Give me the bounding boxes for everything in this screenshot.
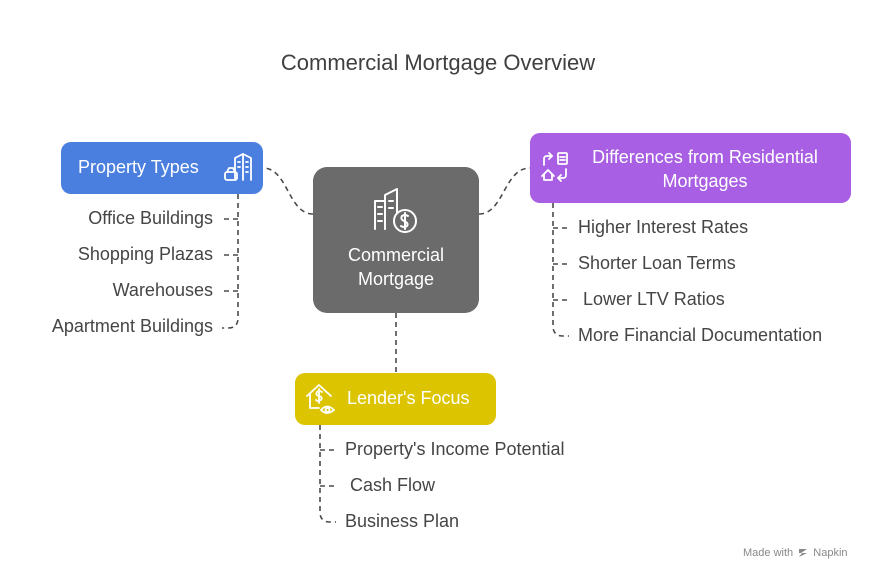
property-type-item: Office Buildings: [88, 208, 213, 228]
swap-house-icon: [540, 151, 570, 188]
napkin-logo-icon: [798, 547, 809, 561]
center-label: Commercial Mortgage: [347, 245, 444, 289]
connector-lenders-focus-tree: [319, 425, 336, 523]
lenders-focus-header: Lender's Focus: [295, 373, 496, 425]
connector-center-differences: [478, 167, 531, 215]
property-type-item: Warehouses: [112, 280, 213, 300]
lenders-focus-item: Property's Income Potential: [345, 439, 565, 459]
lenders-focus-heading: Lender's Focus: [347, 388, 470, 408]
connector-property-types-tree: [222, 194, 239, 329]
house-dollar-eye-icon: [305, 382, 337, 421]
difference-item: Higher Interest Rates: [578, 217, 749, 237]
property-type-item: Apartment Buildings: [51, 316, 213, 336]
buildings-icon: [223, 152, 253, 189]
difference-item: More Financial Documentation: [578, 325, 823, 345]
center-node: Commercial Mortgage: [313, 167, 479, 313]
connector-differences-tree: [552, 203, 569, 337]
property-types-header: Property Types: [61, 142, 263, 194]
page-title: Commercial Mortgage Overview: [280, 50, 596, 75]
property-types-heading: Property Types: [78, 157, 199, 177]
difference-item: Shorter Loan Terms: [578, 253, 736, 273]
differences-heading: Differences from Residential Mortgages: [592, 147, 818, 191]
difference-item: Lower LTV Ratios: [578, 289, 725, 309]
connector-center-property-types: [262, 167, 314, 215]
property-type-item: Shopping Plazas: [77, 244, 213, 264]
commercial-building-dollar-icon: [371, 187, 421, 242]
lenders-focus-item: Cash Flow: [345, 475, 436, 495]
differences-header: Differences from Residential Mortgages: [530, 133, 851, 203]
made-with-napkin: Made with Napkin: [743, 547, 848, 561]
lenders-focus-item: Business Plan: [345, 511, 460, 531]
